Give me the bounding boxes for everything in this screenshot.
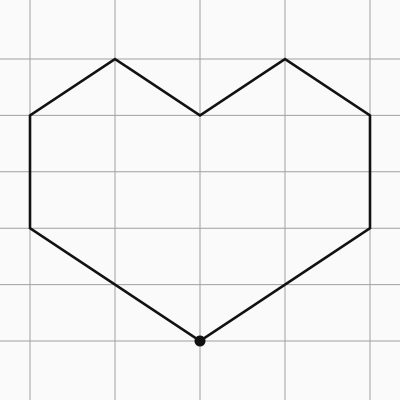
heart-outline [28,57,372,343]
vertex-point [194,335,206,347]
